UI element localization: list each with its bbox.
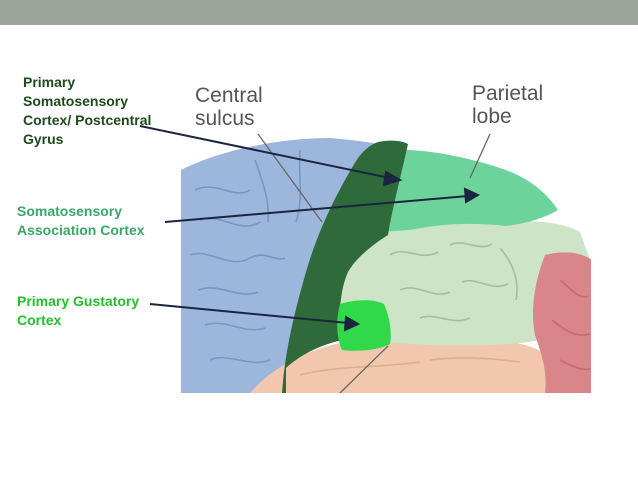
- primary-gustatory-arrowhead: [343, 315, 361, 332]
- primary-gustatory-label: Primary Gustatory Cortex: [17, 293, 140, 328]
- primary-somatosensory-arrowhead: [382, 170, 403, 187]
- somatosensory-association-label: Somatosensory Association Cortex: [17, 203, 145, 238]
- central-sulcus-pointer: [257, 133, 323, 223]
- gustatory-region: [337, 300, 391, 351]
- occipital-lobe: [533, 252, 591, 393]
- parietal-lobe-label: Parietal lobe: [472, 82, 544, 128]
- somatosensory-association-arrow: [164, 195, 469, 223]
- top-bar: [0, 0, 638, 25]
- temporal-lobe: [250, 336, 560, 393]
- primary-gustatory-arrow: [149, 303, 349, 324]
- primary-somatosensory-arrow: [139, 125, 391, 179]
- frontal-lobe: [181, 138, 378, 393]
- parietal-lobe-pointer: [469, 133, 491, 179]
- temporal-pointer: [339, 345, 389, 393]
- somatosensory-association-arrowhead: [463, 187, 481, 204]
- primary-somatosensory-label: Primary Somatosensory Cortex/ Postcentra…: [23, 74, 152, 147]
- central-sulcus-label: Central sulcus: [195, 84, 263, 130]
